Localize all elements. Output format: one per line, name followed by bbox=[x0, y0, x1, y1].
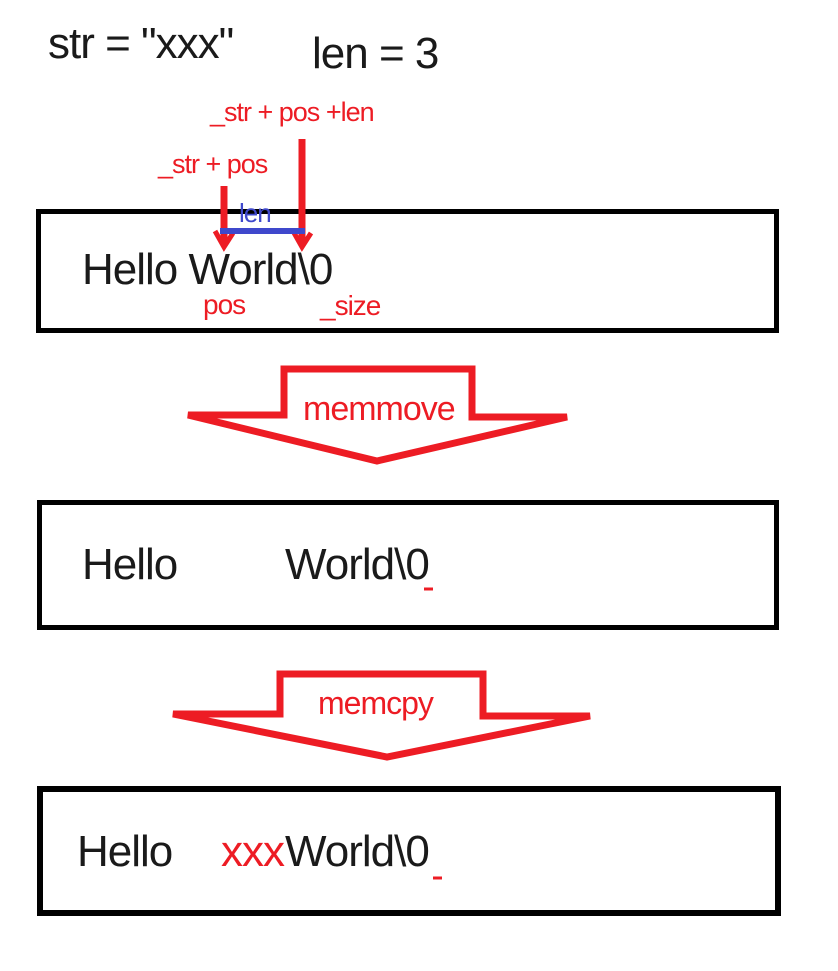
len-span-label: len bbox=[239, 198, 272, 228]
memmove-right-text: World\0 bbox=[285, 540, 430, 589]
memcpy-left-text: Hello bbox=[77, 827, 173, 876]
ptr-pos-len-label: _str + pos +len bbox=[210, 97, 375, 127]
len-declaration: len = 3 bbox=[312, 29, 439, 78]
memmove-label: memmove bbox=[303, 390, 456, 428]
str-declaration: str = "xxx" bbox=[48, 19, 234, 68]
memmove-left-text: Hello bbox=[82, 540, 178, 589]
size-label: _size bbox=[320, 290, 381, 321]
memcpy-inserted-text: xxx bbox=[221, 827, 285, 876]
pos-label: pos bbox=[203, 289, 246, 320]
memcpy-label: memcpy bbox=[318, 685, 434, 721]
memory-box-after-memmove: Hello World\0 bbox=[37, 500, 779, 630]
ptr-pos-label: _str + pos bbox=[158, 149, 268, 179]
memcpy-right-text: World\0 bbox=[285, 827, 430, 876]
initial-string-text: Hello World\0 bbox=[82, 245, 333, 294]
memory-box-initial: Hello World\0 bbox=[36, 209, 779, 333]
memory-box-after-memcpy: Hello xxx World\0 bbox=[37, 786, 781, 916]
